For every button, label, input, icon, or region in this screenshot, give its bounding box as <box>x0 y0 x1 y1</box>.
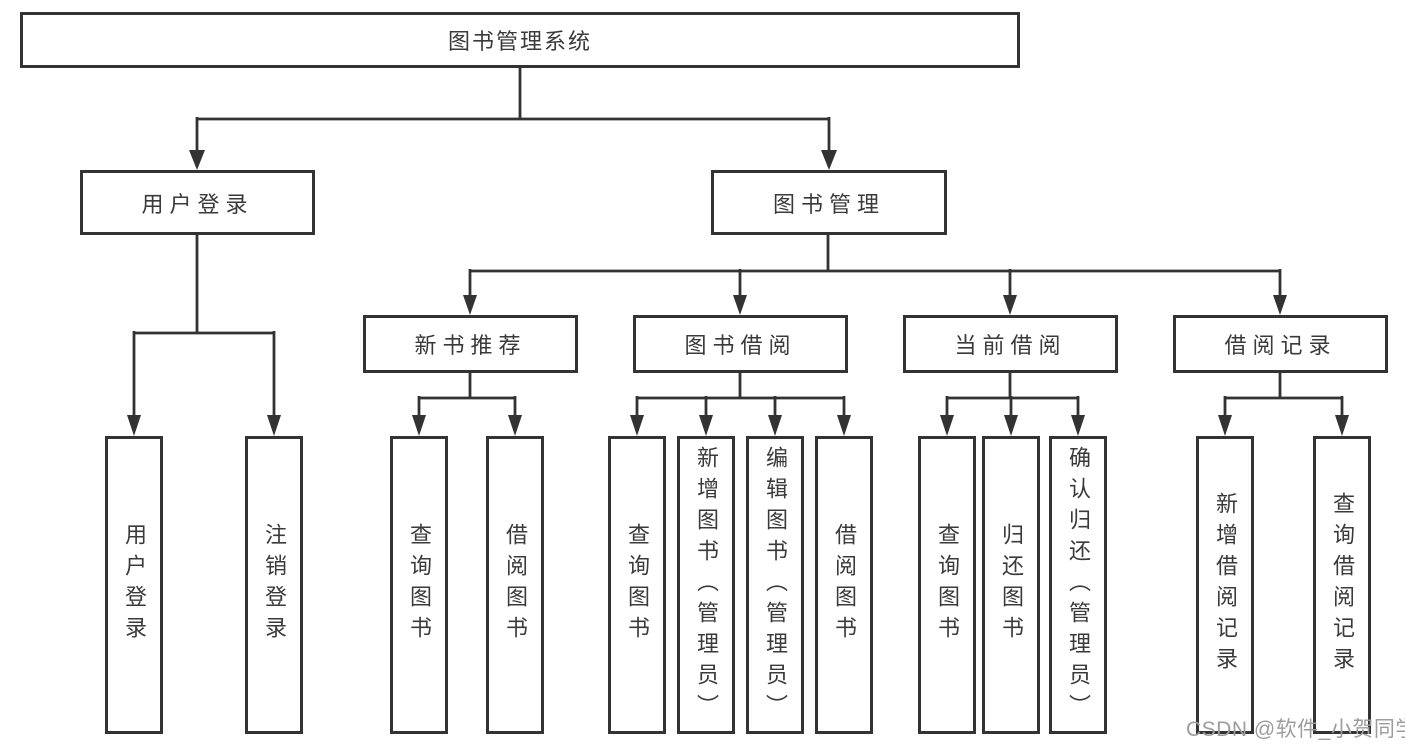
connector-new-book-recommendation-children <box>412 373 522 436</box>
node-library-management-system: 图书管理系统 <box>20 12 1020 68</box>
node-return-book: 归还图书 <box>982 436 1040 734</box>
node-query-borrow-record: 查询借阅记录 <box>1313 436 1371 734</box>
node-book-management: 图书管理 <box>711 170 947 235</box>
connector-book-management-children <box>463 235 1287 315</box>
node-borrowing-records: 借阅记录 <box>1173 315 1388 373</box>
node-query-books-current: 查询图书 <box>918 436 976 734</box>
node-logout: 注销登录 <box>245 436 303 734</box>
node-add-borrow-record: 新增借阅记录 <box>1196 436 1254 734</box>
node-query-books-borrowing: 查询图书 <box>608 436 666 734</box>
node-user-login-action: 用户登录 <box>105 436 163 734</box>
connector-book-borrowing-children <box>630 373 851 436</box>
node-borrow-books-borrowing: 借阅图书 <box>815 436 873 734</box>
node-book-borrowing: 图书借阅 <box>633 315 848 373</box>
node-add-book-admin: 新增图书（管理员） <box>677 436 735 734</box>
connector-borrowing-records-children <box>1218 373 1349 436</box>
connector-user-login-children <box>127 235 281 436</box>
node-user-login: 用户登录 <box>80 170 315 235</box>
node-edit-book-admin: 编辑图书（管理员） <box>746 436 804 734</box>
node-new-book-recommendation: 新书推荐 <box>363 315 578 373</box>
watermark: CSDN @软件_小贺同学 <box>1186 718 1405 741</box>
node-current-borrowing: 当前借阅 <box>903 315 1118 373</box>
node-query-books-recommend: 查询图书 <box>390 436 448 734</box>
node-confirm-return-admin: 确认归还（管理员） <box>1049 436 1107 734</box>
connector-root-to-level2 <box>189 68 837 170</box>
node-borrow-books-recommend: 借阅图书 <box>486 436 544 734</box>
connector-current-borrowing-children <box>940 373 1085 436</box>
